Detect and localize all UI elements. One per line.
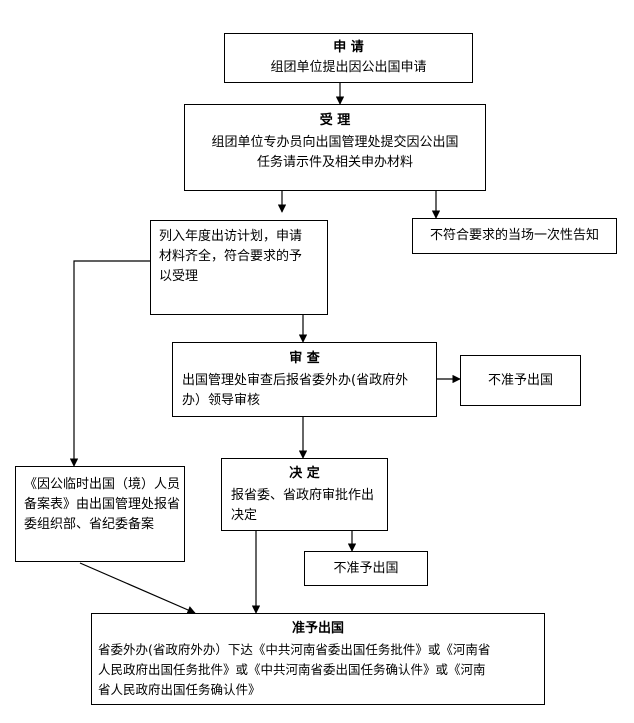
node-apply-title: 申 请: [333, 40, 364, 55]
node-not-meet: 不符合要求的当场一次性告知: [412, 218, 617, 254]
node-record-line-3: 委组织部、省纪委备案: [24, 517, 155, 532]
node-approve-line-2: 人民政府出国任务批件》或《中共河南省委出国任务确认件》或《河南: [98, 662, 486, 677]
node-approve-line-1: 省委外办(省政府外办）下达《中共河南省委出国任务批件》或《河南省: [98, 642, 491, 657]
arrow-record-to-approve: [79, 562, 196, 614]
node-deny-2-line-1: 不准予出国: [333, 561, 399, 576]
node-decide-title: 决 定: [289, 466, 320, 481]
node-listed-line-3: 以受理: [159, 269, 199, 284]
node-approve-title: 准予出国: [291, 621, 344, 636]
node-accept-line-1: 组团单位专办员向出国管理处提交因公出国: [211, 135, 459, 150]
node-deny-1-line-1: 不准予出国: [487, 373, 553, 388]
node-decide-line-2: 决定: [231, 508, 258, 523]
node-record-line-2: 备案表》由出国管理处报省: [24, 497, 181, 512]
node-approve: 准予出国 省委外办(省政府外办）下达《中共河南省委出国任务批件》或《河南省 人民…: [91, 613, 545, 705]
node-apply-line-1: 组团单位提出因公出国申请: [270, 60, 427, 75]
node-decide-line-1: 报省委、省政府审批作出: [231, 488, 375, 503]
node-review-title: 审 查: [289, 351, 320, 366]
node-accept-line-2: 任务请示件及相关申办材料: [256, 155, 413, 170]
arrow-listed-to-record: [69, 260, 150, 467]
node-accept: 受 理 组团单位专办员向出国管理处提交因公出国 任务请示件及相关申办材料: [184, 104, 486, 191]
node-not-meet-line-1: 不符合要求的当场一次性告知: [429, 228, 599, 243]
node-listed-line-2: 材料齐全，符合要求的予: [159, 249, 303, 264]
node-deny-2: 不准予出国: [304, 551, 428, 586]
node-apply: 申 请 组团单位提出因公出国申请: [224, 33, 473, 83]
node-record: 《因公临时出国（境）人员 备案表》由出国管理处报省 委组织部、省纪委备案: [15, 466, 185, 562]
node-deny-1: 不准予出国: [460, 355, 581, 406]
node-review-line-1: 出国管理处审查后报省委外办(省政府外: [182, 373, 409, 388]
node-listed-line-1: 列入年度出访计划，申请: [159, 229, 303, 244]
node-decide: 决 定 报省委、省政府审批作出 决定: [221, 458, 388, 531]
node-accept-title: 受 理: [319, 113, 351, 128]
node-approve-line-3: 省人民政府出国任务确认件》: [98, 682, 261, 697]
node-review: 审 查 出国管理处审查后报省委外办(省政府外 办）领导审核: [172, 342, 437, 417]
node-record-line-1: 《因公临时出国（境）人员: [24, 477, 181, 492]
node-listed: 列入年度出访计划，申请 材料齐全，符合要求的予 以受理: [150, 220, 328, 315]
node-review-line-2: 办）领导审核: [182, 393, 261, 408]
